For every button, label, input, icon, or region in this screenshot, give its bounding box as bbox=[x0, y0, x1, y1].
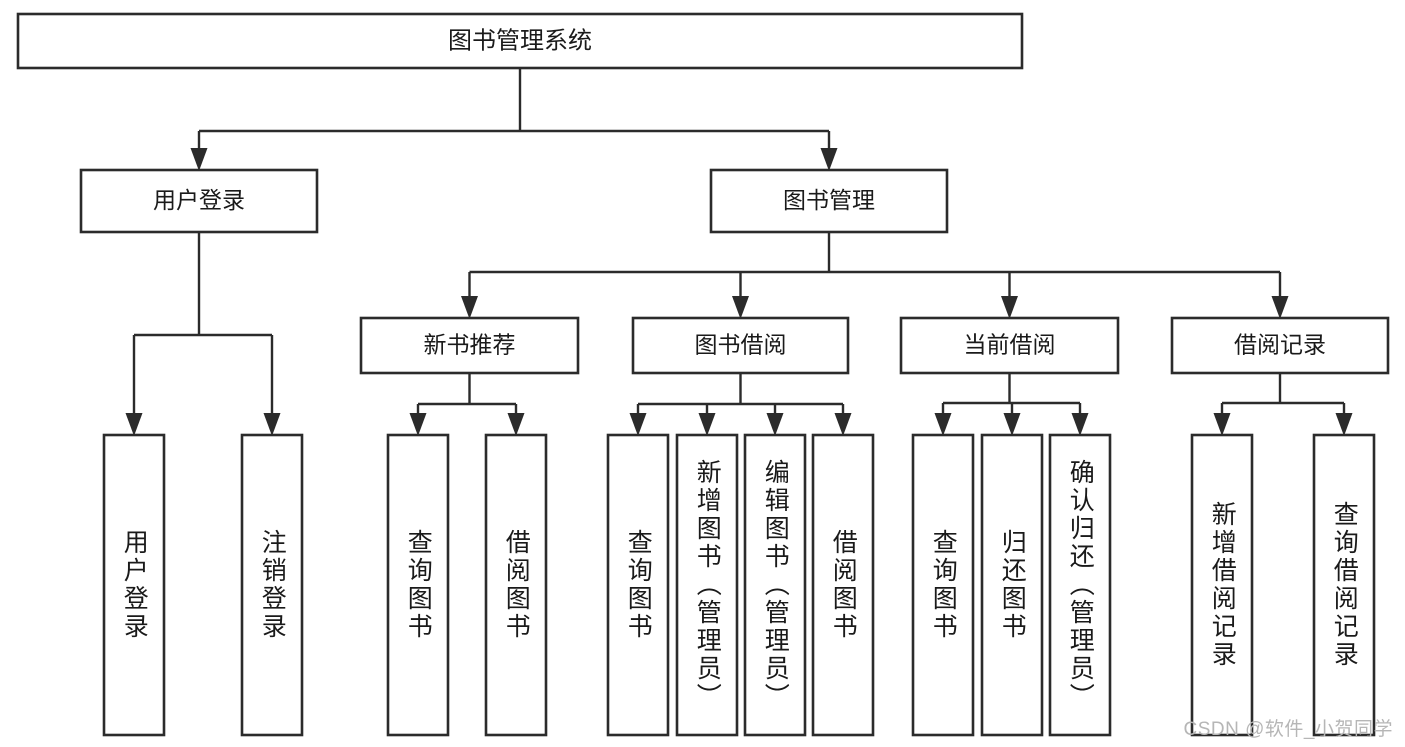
node-box-root[interactable] bbox=[16, 12, 1024, 70]
node-label-current-borrow: 当前借阅 bbox=[964, 332, 1056, 358]
node-label-new-book-recommend: 新书推荐 bbox=[424, 332, 516, 358]
arrow-head-leaf-user-login bbox=[125, 413, 143, 436]
arrow-head-leaf-borrow-book bbox=[834, 413, 852, 436]
node-box-leaf-return-book[interactable] bbox=[980, 433, 1044, 737]
arrow-head-leaf-query-book-recommend bbox=[409, 413, 427, 436]
arrow-head-leaf-query-borrow-record bbox=[1335, 413, 1353, 436]
arrow-head-leaf-add-book bbox=[698, 413, 716, 436]
node-box-leaf-user-login[interactable] bbox=[102, 433, 166, 737]
node-box-leaf-confirm-return[interactable] bbox=[1048, 433, 1112, 737]
node-label-book-borrow: 图书借阅 bbox=[695, 332, 787, 358]
node-label-root: 图书管理系统 bbox=[448, 27, 592, 54]
node-box-leaf-query-borrow-record[interactable] bbox=[1312, 433, 1376, 737]
arrow-head-leaf-query-book-current bbox=[934, 413, 952, 436]
node-label-user-login: 用户登录 bbox=[153, 187, 245, 213]
node-box-leaf-query-book-borrow[interactable] bbox=[606, 433, 670, 737]
node-box-leaf-query-book-current[interactable] bbox=[911, 433, 975, 737]
node-box-book-borrow[interactable] bbox=[631, 316, 850, 375]
node-box-leaf-borrow-book-recommend[interactable] bbox=[484, 433, 548, 737]
node-label-borrow-record: 借阅记录 bbox=[1234, 332, 1326, 358]
node-box-leaf-add-book[interactable] bbox=[675, 433, 739, 737]
arrow-head-leaf-return-book bbox=[1003, 413, 1021, 436]
arrow-head-book-manage bbox=[820, 148, 838, 171]
arrow-head-leaf-edit-book bbox=[766, 413, 784, 436]
node-box-leaf-add-borrow-record[interactable] bbox=[1190, 433, 1254, 737]
arrow-head-user-login bbox=[190, 148, 208, 171]
arrow-head-new-book-recommend bbox=[461, 296, 478, 319]
arrow-head-leaf-query-book-borrow bbox=[629, 413, 647, 436]
node-box-leaf-borrow-book[interactable] bbox=[811, 433, 875, 737]
arrow-head-leaf-confirm-return bbox=[1071, 413, 1089, 436]
node-box-book-manage[interactable] bbox=[709, 168, 949, 234]
arrow-head-leaf-add-borrow-record bbox=[1213, 413, 1231, 436]
node-label-book-manage: 图书管理 bbox=[783, 187, 875, 213]
node-box-current-borrow[interactable] bbox=[899, 316, 1120, 375]
arrow-head-book-borrow bbox=[732, 296, 749, 319]
node-box-user-login[interactable] bbox=[79, 168, 319, 234]
connector-layer bbox=[125, 68, 1353, 436]
arrow-head-leaf-logout bbox=[263, 413, 281, 436]
arrow-head-leaf-borrow-book-recommend bbox=[507, 413, 525, 436]
arrow-head-borrow-record bbox=[1271, 296, 1289, 319]
node-box-leaf-query-book-recommend[interactable] bbox=[386, 433, 450, 737]
node-box-borrow-record[interactable] bbox=[1170, 316, 1390, 375]
arrow-head-current-borrow bbox=[1001, 296, 1018, 319]
node-box-leaf-edit-book[interactable] bbox=[743, 433, 807, 737]
node-box-leaf-logout[interactable] bbox=[240, 433, 304, 737]
watermark: CSDN @软件_小贺同学 bbox=[1183, 719, 1393, 740]
node-box-new-book-recommend[interactable] bbox=[359, 316, 580, 375]
